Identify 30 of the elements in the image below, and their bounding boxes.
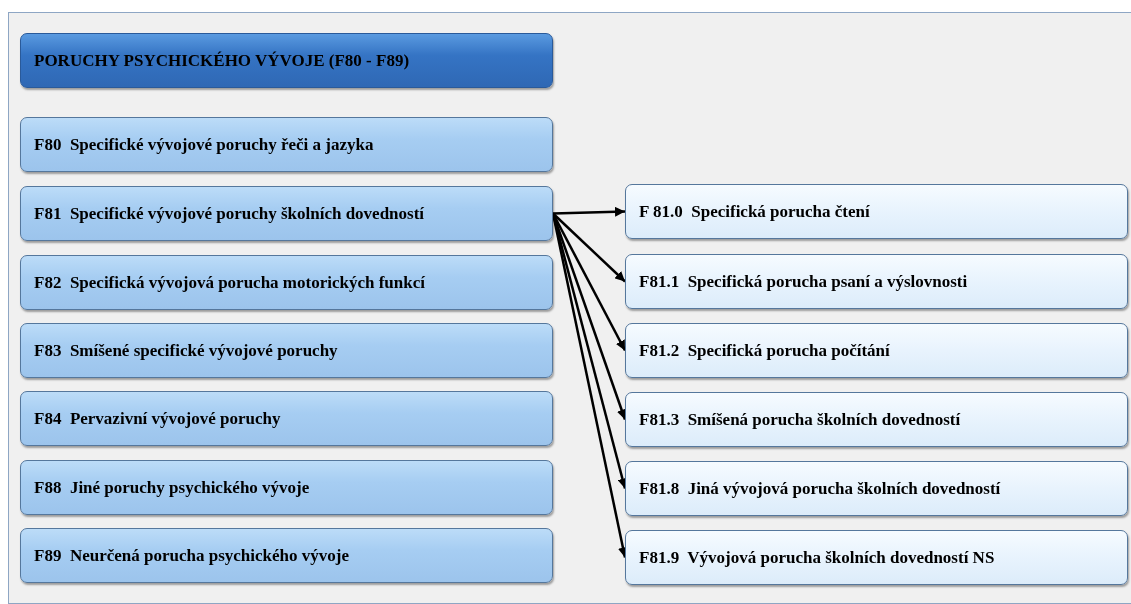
category-label: F 81.0 Specifická porucha čtení (639, 201, 870, 222)
category-box (20, 528, 553, 583)
category-box (20, 391, 553, 446)
arrow (552, 206, 626, 217)
category-box (20, 186, 553, 241)
category-box (20, 255, 553, 310)
category-box (625, 392, 1128, 447)
category-box (625, 530, 1128, 585)
category-label: PORUCHY PSYCHICKÉHO VÝVOJE (F80 - F89) (34, 50, 410, 71)
category-box (625, 254, 1128, 309)
category-label: F84 Pervazivní vývojové poruchy (34, 408, 281, 429)
category-label: F80 Specifické vývojové poruchy řeči a jazyka (34, 134, 374, 155)
category-box (20, 460, 553, 515)
category-label: F89 Neurčená porucha psychického vývoje (34, 545, 349, 566)
category-box (625, 461, 1128, 516)
category-box (625, 184, 1128, 239)
category-label: F81 Specifické vývojové poruchy školních dovedností (34, 203, 425, 224)
category-label: F81.1 Specifická porucha psaní a výslovnosti (639, 271, 968, 292)
category-label: F81.3 Smíšená porucha školních dovedností (639, 409, 961, 430)
heading-box (20, 33, 553, 88)
category-label: F81.8 Jiná vývojová porucha školních dovedností (639, 478, 1001, 499)
arrow (552, 212, 626, 283)
category-box (20, 323, 553, 378)
category-label: F83 Smíšené specifické vývojové poruchy (34, 340, 338, 361)
category-box (20, 117, 553, 172)
category-label: F81.2 Specifická porucha počítání (639, 340, 890, 361)
category-label: F82 Specifická vývojová porucha motorických funkcí (34, 272, 425, 293)
category-label: F81.9 Vývojová porucha školních dovedností NS (639, 547, 995, 568)
category-label: F88 Jiné poruchy psychického vývoje (34, 477, 310, 498)
category-box (625, 323, 1128, 378)
